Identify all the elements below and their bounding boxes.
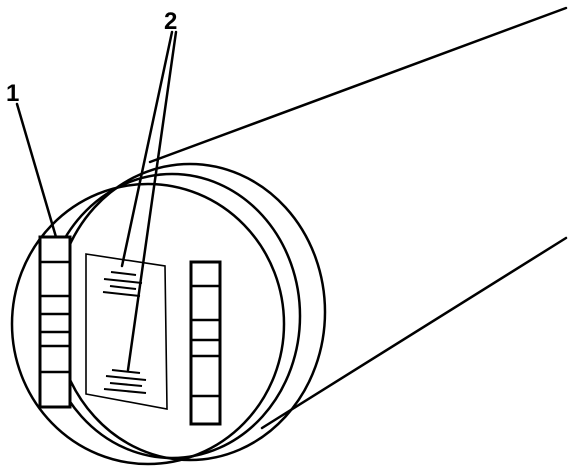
right-barcode-strip	[189, 260, 222, 426]
leader-1	[15, 102, 58, 239]
left-barcode-strip	[38, 235, 72, 409]
leader-lines	[15, 30, 178, 372]
lower-etched-code	[103, 369, 147, 394]
label-outline	[85, 253, 168, 410]
shaft-body	[148, 6, 568, 430]
inner-end-face	[10, 182, 286, 466]
leader-2b	[126, 30, 178, 372]
center-id-label	[85, 253, 168, 410]
callout-2-label: 2	[164, 8, 177, 35]
upper-etched-code	[102, 271, 143, 297]
callout-1-label: 1	[6, 80, 19, 107]
leader-2a	[120, 30, 174, 268]
middle-ring	[42, 172, 302, 460]
shaft-upper-edge	[148, 6, 568, 164]
shaft-lower-edge	[260, 236, 568, 430]
